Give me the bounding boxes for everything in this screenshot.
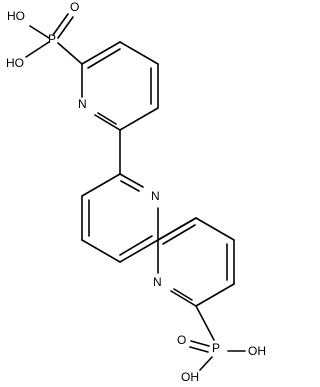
pyridine-ring-middle xyxy=(81,173,159,263)
terpyridine-bisphosphonic-acid-structure: HO O P HO N N N O P OH OH xyxy=(6,0,266,384)
top-phosphonic-acid-group xyxy=(25,13,83,65)
top-hydroxyl-label-1: HO xyxy=(7,9,25,23)
pyridine-ring-upper xyxy=(81,41,159,131)
p-o-double-bond-bottom-a xyxy=(190,340,210,347)
ring-b-bond-6 xyxy=(81,173,121,197)
top-phosphorus-label: P xyxy=(48,32,56,46)
ring-a-bond-5-inner xyxy=(97,112,117,125)
ring-c-bond-4-to-n xyxy=(170,290,197,307)
bottom-hydroxyl-left-label: OH xyxy=(181,370,199,384)
pyridine-ring-lower xyxy=(157,217,235,307)
atom-labels: HO O P HO N N N O P OH OH xyxy=(6,0,266,384)
ring-c-nitrogen-label: N xyxy=(153,275,162,289)
top-oxygen-label: O xyxy=(70,0,79,14)
ring-a-bond-2 xyxy=(119,41,159,65)
ring-b-bond-3-inner xyxy=(119,235,153,256)
p-o-double-bond-top-a xyxy=(52,13,69,36)
ring-b-bond-3 xyxy=(119,239,159,263)
p-oh-bond-top-1 xyxy=(29,25,50,39)
ring-c-bond-6-inner xyxy=(162,224,196,245)
p-oh-bond-bottom-left xyxy=(199,356,213,371)
p-oh-bond-top-2 xyxy=(25,41,50,58)
ring-b-nitrogen-label: N xyxy=(151,189,160,203)
ring-a-bond-1-inner xyxy=(87,48,121,69)
ring-c-bond-6 xyxy=(157,217,197,241)
ring-a-bond-4 xyxy=(119,107,159,131)
p-c-bond-bottom xyxy=(195,305,215,341)
p-o-double-bond-top-b xyxy=(57,16,74,39)
p-c-bond-top xyxy=(57,42,83,65)
ring-a-nitrogen-label: N xyxy=(78,97,87,111)
bottom-phosphorus-label: P xyxy=(212,341,220,355)
bottom-oxygen-label: O xyxy=(177,333,186,347)
ring-b-bond-4 xyxy=(81,239,121,263)
ring-c-bond-3 xyxy=(195,283,235,307)
p-o-double-bond-bottom-b xyxy=(189,346,209,353)
bottom-hydroxyl-right-label: OH xyxy=(248,344,266,358)
ring-a-bond-5-to-n xyxy=(94,114,121,131)
ring-c-bond-4-inner xyxy=(173,288,193,301)
ring-b-bond-1-inner xyxy=(120,180,140,192)
ring-c-bond-1 xyxy=(195,217,235,241)
bottom-phosphonic-acid-group xyxy=(189,305,246,371)
ring-a-bond-1 xyxy=(81,41,121,65)
ring-b-bond-1-to-n xyxy=(119,173,144,188)
top-hydroxyl-label-2: HO xyxy=(6,56,24,70)
